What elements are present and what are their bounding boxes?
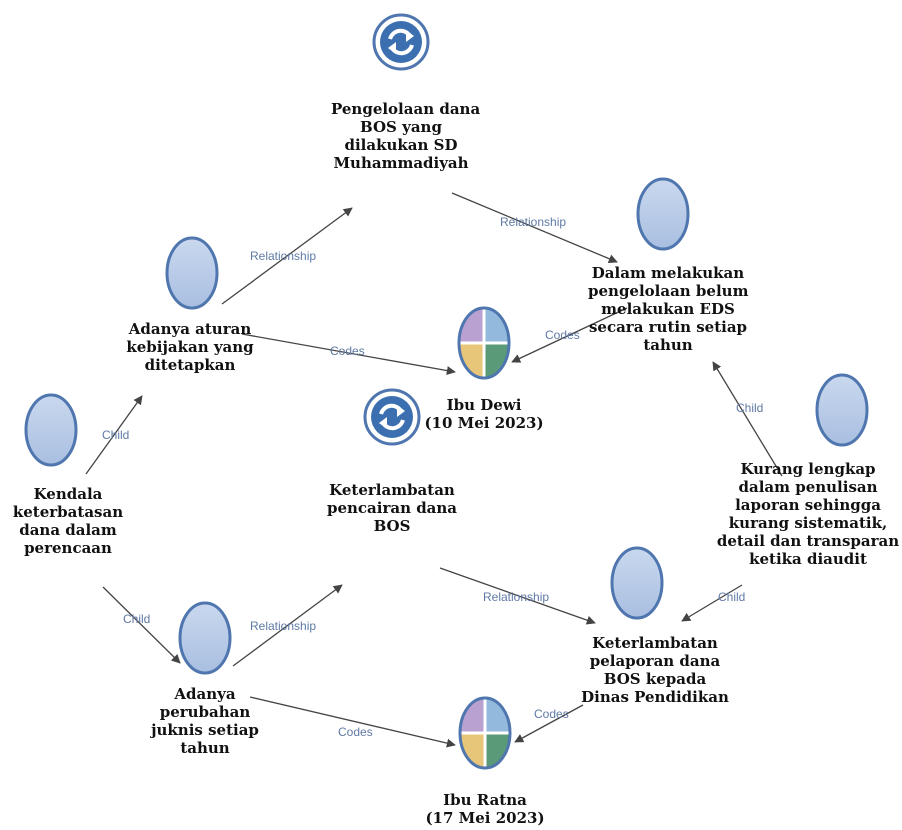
label-line: tahun bbox=[643, 336, 693, 354]
circle-node-perubahan bbox=[178, 601, 232, 675]
label-line: (10 Mei 2023) bbox=[424, 414, 544, 432]
label-line: Dinas Pendidikan bbox=[581, 688, 729, 706]
label-line: Adanya bbox=[174, 685, 236, 703]
edge-kendala-perubahan bbox=[102, 586, 181, 664]
edge-label-perubahan-pencairan: Relationship bbox=[250, 619, 316, 633]
label-line: tahun bbox=[180, 739, 230, 757]
edge-label-perubahan-ratna: Codes bbox=[338, 725, 373, 739]
edge-kurang-eds bbox=[712, 361, 783, 477]
label-line: ditetapkan bbox=[144, 356, 236, 374]
edge-pencairan-pelaporan bbox=[439, 567, 596, 625]
node-label-perubahan: Adanya perubahan juknis setiap tahun bbox=[135, 685, 275, 757]
label-line: BOS yang bbox=[360, 118, 442, 136]
label-line: perencaan bbox=[24, 539, 112, 557]
label-line: secara rutin setiap bbox=[588, 318, 748, 336]
label-line: kebijakan yang bbox=[126, 338, 254, 356]
case-quad-icon bbox=[458, 696, 512, 770]
label-line: perubahan bbox=[159, 703, 251, 721]
edge-label-kurang-pelaporan: Child bbox=[718, 590, 745, 604]
label-line: Muhammadiyah bbox=[333, 154, 469, 172]
edge-labels: Relationship Relationship Codes Codes Ch… bbox=[102, 215, 763, 739]
edge-label-kurang-eds: Child bbox=[736, 401, 763, 415]
edge-pelaporan-ratna bbox=[514, 704, 584, 743]
refresh-icon bbox=[372, 13, 430, 71]
label-line: Kurang lengkap bbox=[740, 460, 876, 478]
edge-label-aturan-dewi: Codes bbox=[330, 344, 365, 358]
label-line: dilakukan SD bbox=[344, 136, 458, 154]
edge-label-pelaporan-ratna: Codes bbox=[534, 707, 569, 721]
node-label-dewi: Ibu Dewi (10 Mei 2023) bbox=[424, 396, 544, 432]
edge-kurang-pelaporan bbox=[681, 584, 743, 622]
label-line: ketika diaudit bbox=[749, 550, 867, 568]
edge-label-aturan-pengelolaan: Relationship bbox=[250, 249, 316, 263]
edge-label-pencairan-pelaporan: Relationship bbox=[483, 590, 549, 604]
node-label-keterlambatan-pelaporan: Keterlambatan pelaporan dana BOS kepada … bbox=[575, 634, 735, 706]
edge-label-eds-dewi: Codes bbox=[545, 328, 580, 342]
edge-aturan-pengelolaan bbox=[221, 207, 353, 305]
edge-aturan-dewi bbox=[241, 333, 456, 376]
circle-node-kurang bbox=[815, 373, 869, 447]
edge-eds-dewi bbox=[511, 307, 628, 363]
label-line: Pengelolaan dana bbox=[331, 100, 481, 118]
node-label-aturan: Adanya aturan kebijakan yang ditetapkan bbox=[110, 320, 270, 374]
label-line: juknis setiap bbox=[151, 721, 259, 739]
node-label-keterlambatan-pencairan: Keterlambatan pencairan dana BOS bbox=[322, 481, 462, 535]
node-label-eds: Dalam melakukan pengelolaan belum melaku… bbox=[588, 264, 748, 354]
circle-node-aturan bbox=[165, 236, 219, 310]
label-line: laporan sehingga bbox=[735, 496, 881, 514]
label-line: Keterlambatan bbox=[592, 634, 718, 652]
node-label-pengelolaan: Pengelolaan dana BOS yang dilakukan SD M… bbox=[331, 100, 481, 172]
label-line: (17 Mei 2023) bbox=[425, 809, 545, 827]
label-line: keterbatasan bbox=[12, 503, 124, 521]
label-line: Ibu Ratna bbox=[443, 791, 527, 809]
edge-kendala-aturan bbox=[85, 395, 143, 475]
circle-node-pelaporan bbox=[610, 546, 664, 620]
label-line: melakukan EDS bbox=[601, 300, 735, 318]
label-line: dana dalam bbox=[19, 521, 117, 539]
label-line: kurang sistematik, bbox=[728, 514, 888, 532]
label-line: Keterlambatan bbox=[329, 481, 455, 499]
refresh-icon bbox=[363, 388, 421, 446]
case-quad-icon bbox=[457, 306, 511, 380]
label-line: BOS bbox=[373, 517, 411, 535]
edge-label-kendala-perubahan: Child bbox=[123, 612, 150, 626]
label-line: Adanya aturan bbox=[128, 320, 252, 338]
circle-node-eds bbox=[636, 177, 690, 251]
edge-label-kendala-aturan: Child bbox=[102, 428, 129, 442]
label-line: pelaporan dana bbox=[589, 652, 721, 670]
label-line: dalam penulisan bbox=[738, 478, 878, 496]
circle-node-kendala bbox=[24, 393, 78, 467]
label-line: Kendala bbox=[33, 485, 103, 503]
label-line: detail dan transparan bbox=[716, 532, 900, 550]
edge-pengelolaan-eds bbox=[451, 192, 618, 264]
edge-perubahan-ratna bbox=[249, 696, 456, 748]
edge-label-pengelolaan-eds: Relationship bbox=[500, 215, 566, 229]
label-line: pengelolaan belum bbox=[588, 282, 749, 300]
node-label-ratna: Ibu Ratna (17 Mei 2023) bbox=[425, 791, 545, 827]
edge-perubahan-pencairan bbox=[232, 584, 343, 667]
label-line: BOS kepada bbox=[603, 670, 707, 688]
label-line: pencairan dana bbox=[326, 499, 458, 517]
label-line: Ibu Dewi bbox=[446, 396, 522, 414]
label-line: Dalam melakukan bbox=[591, 264, 745, 282]
edges bbox=[85, 192, 783, 748]
node-label-kurang: Kurang lengkap dalam penulisan laporan s… bbox=[716, 460, 900, 568]
node-label-kendala: Kendala keterbatasan dana dalam perencaa… bbox=[3, 485, 133, 557]
